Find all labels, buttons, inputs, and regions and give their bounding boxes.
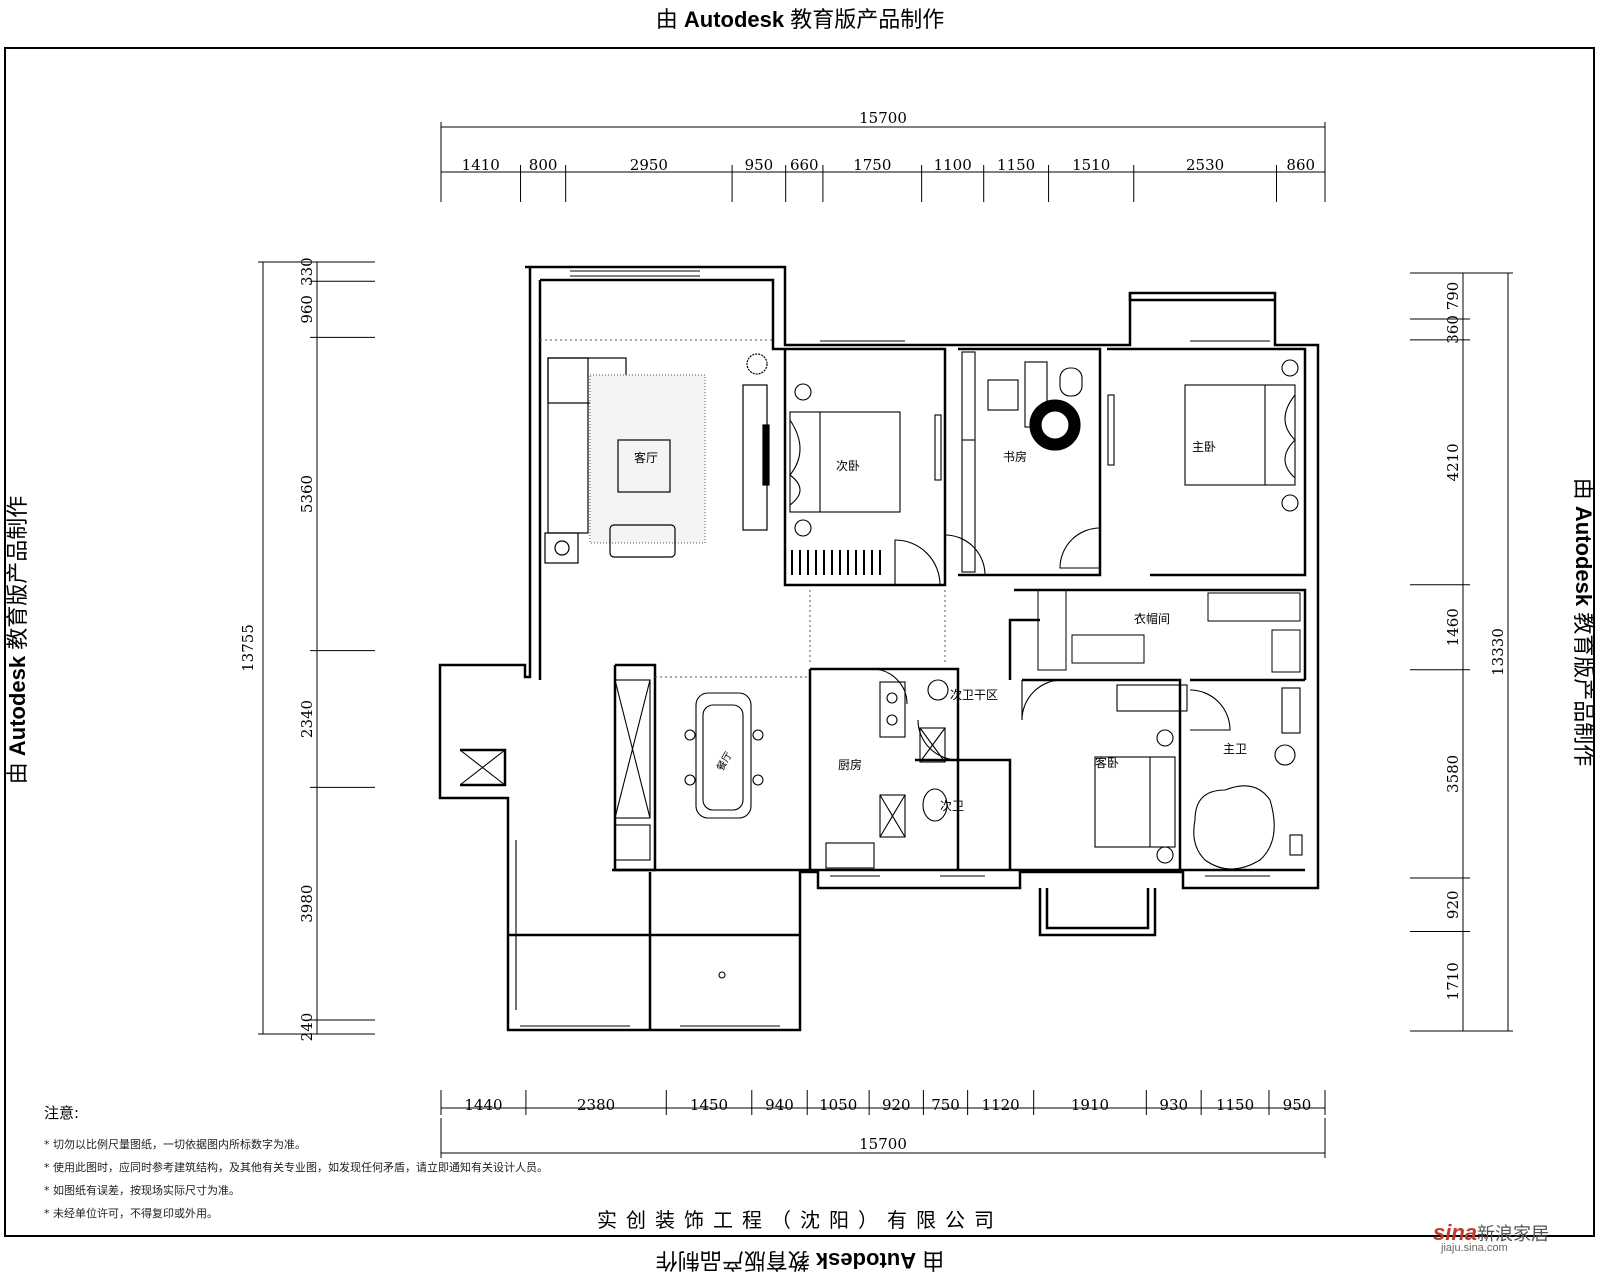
brand-name: 新浪家居 (1477, 1224, 1550, 1244)
walls (438, 265, 1320, 1032)
room-labels: 客厅 次卧 书房 主卧 衣帽间 客卧 厨房 次卫干区 次卫 主卫 餐厅 (634, 440, 1247, 813)
dim-right-label: 360 (1444, 315, 1462, 344)
study-furniture (944, 351, 1115, 576)
dim-left-label: 5360 (298, 475, 316, 513)
dim-bottom-label: 1440 (464, 1096, 502, 1114)
dim-bottom-label: 930 (1159, 1096, 1188, 1114)
master-bath-fixtures (1189, 687, 1303, 870)
dim-top-label: 1100 (934, 156, 972, 174)
closet-furniture (1037, 589, 1301, 673)
label-guest-bedroom: 客卧 (1095, 755, 1119, 770)
dim-bottom-total: 15700 (859, 1135, 907, 1153)
label-kitchen: 厨房 (838, 757, 862, 772)
dim-top-label: 1150 (997, 156, 1035, 174)
note-item: * 切勿以比例尺量图纸，一切依据图内所标数字为准。 (44, 1138, 306, 1151)
second-bath-fixtures (917, 679, 959, 822)
dim-top-label: 860 (1286, 156, 1315, 174)
label-master-bath: 主卫 (1223, 742, 1247, 756)
watermark-top: 由 Autodesk 教育版产品制作 (655, 7, 945, 32)
dim-bottom-label: 750 (931, 1096, 960, 1114)
dim-top-label: 1750 (853, 156, 891, 174)
drawing-frame (4, 47, 1595, 1237)
company-name: 实创装饰工程（沈阳）有限公司 (597, 1208, 1003, 1232)
dim-left-label: 3980 (298, 885, 316, 923)
label-study: 书房 (1003, 449, 1027, 464)
dim-right-label: 1710 (1444, 962, 1462, 1000)
dim-bottom-label: 2380 (577, 1096, 615, 1114)
sina-logo: sina (1433, 1220, 1478, 1245)
label-dining: 餐厅 (714, 749, 735, 773)
second-bedroom-furniture (789, 383, 942, 586)
living-furniture (544, 353, 770, 564)
dashed-guides (540, 339, 946, 678)
dim-top-total: 15700 (859, 109, 907, 127)
dim-top-label: 800 (529, 156, 558, 174)
brand-url: jiaju.sina.com (1441, 1242, 1508, 1254)
dim-bottom-label: 940 (765, 1096, 794, 1114)
dim-left-total: 13755 (239, 624, 257, 672)
guest-bedroom-furniture (1021, 679, 1188, 864)
label-second-bedroom: 次卧 (836, 459, 860, 473)
dim-right-label: 1460 (1444, 608, 1462, 646)
dim-left-label: 240 (298, 1013, 316, 1042)
master-bedroom-furniture (1184, 359, 1299, 512)
note-item: * 如图纸有误差，按现场实际尺寸为准。 (44, 1184, 240, 1197)
kitchen-fixtures (825, 668, 908, 869)
dim-bottom-label: 1150 (1216, 1096, 1254, 1114)
dim-bottom-label: 950 (1283, 1096, 1312, 1114)
dim-right-label: 790 (1444, 282, 1462, 311)
dim-top-label: 2950 (630, 156, 668, 174)
windows (520, 270, 1270, 1027)
dim-top-label: 1410 (462, 156, 500, 174)
dim-top-label: 950 (745, 156, 774, 174)
dim-bottom-label: 1120 (982, 1096, 1020, 1114)
label-living: 客厅 (634, 450, 658, 465)
dim-bottom-label: 1450 (690, 1096, 728, 1114)
dim-bottom-label: 920 (882, 1096, 911, 1114)
dining-furniture (614, 679, 764, 979)
dim-left-label: 2340 (298, 700, 316, 738)
dim-top-label: 1510 (1072, 156, 1110, 174)
dim-right-label: 3580 (1444, 755, 1462, 793)
note-item: * 使用此图时，应同时参考建筑结构，及其他有关专业图，如发现任何矛盾，请立即通知… (44, 1161, 548, 1174)
dim-top-label: 2530 (1186, 156, 1224, 174)
dim-right-label: 920 (1444, 890, 1462, 919)
notes-block: 注意: * 切勿以比例尺量图纸，一切依据图内所标数字为准。 * 使用此图时，应同… (44, 1102, 548, 1225)
dim-bottom-label: 1050 (819, 1096, 857, 1114)
label-master-bedroom: 主卧 (1192, 440, 1216, 454)
balcony-west (459, 749, 517, 1010)
label-second-bath-dry: 次卫干区 (950, 688, 998, 702)
dim-left-label: 330 (298, 257, 316, 286)
label-closet: 衣帽间 (1134, 611, 1170, 626)
dim-right-total: 13330 (1489, 628, 1507, 676)
notes-title: 注意: (44, 1104, 80, 1122)
dim-top-label: 660 (790, 156, 819, 174)
dim-left-label: 960 (298, 295, 316, 324)
dim-bottom-label: 1910 (1071, 1096, 1109, 1114)
sina-brand: sina新浪家居 jiaju.sina.com (1433, 1220, 1549, 1254)
dim-right-label: 4210 (1444, 443, 1462, 481)
label-second-bath: 次卫 (940, 799, 964, 813)
note-item: * 未经单位许可，不得复印或外用。 (44, 1207, 218, 1220)
